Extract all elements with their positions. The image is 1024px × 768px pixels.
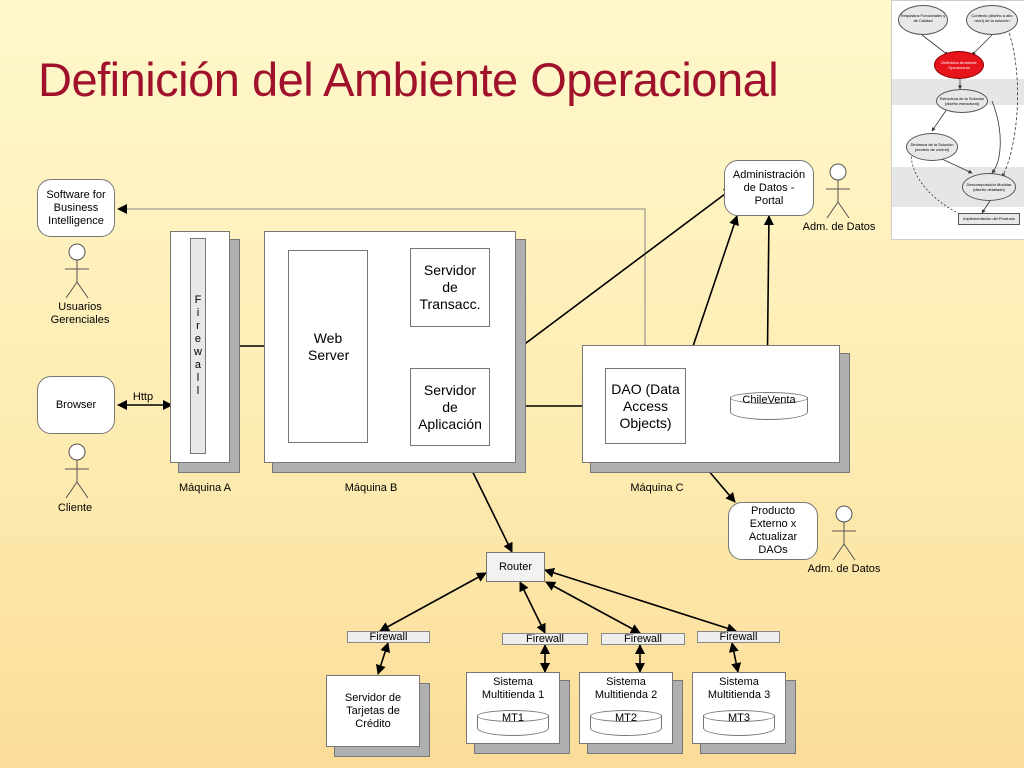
servidor-aplicacion-node: Servidor de Aplicación bbox=[410, 368, 490, 446]
thumb-node-6: Descomposición Modular (diseño detallado… bbox=[962, 173, 1016, 201]
producto-externo-node: Producto Externo x Actualizar DAOs bbox=[728, 502, 818, 560]
servidor-aplicacion-label: Servidor de Aplicación bbox=[418, 381, 482, 432]
cliente-actor-icon bbox=[65, 443, 89, 499]
firewall-4: Firewall bbox=[697, 631, 780, 643]
thumbnail-arrows bbox=[892, 18, 1024, 216]
process-thumbnail: Requisitos Funcionales y de Calidad Cont… bbox=[891, 0, 1024, 240]
servidor-tarjetas-node: Servidor de Tarjetas de Crédito bbox=[326, 675, 420, 747]
slide-title: Definición del Ambiente Operacional bbox=[38, 53, 779, 106]
firewall-1: Firewall bbox=[347, 631, 430, 643]
mt3-db: MT3 bbox=[703, 710, 775, 736]
mt1-label: MT1 bbox=[502, 712, 524, 724]
web-server-label: Web Server bbox=[308, 329, 350, 363]
thumb-node-5: Dinámica de la Solución (modelo de contr… bbox=[906, 133, 958, 161]
usuarios-actor-icon bbox=[65, 243, 89, 299]
maquina-b-label: Máquina B bbox=[344, 482, 398, 494]
adm-datos-label-1: Adm. de Datos bbox=[802, 221, 876, 233]
thumb-node-1: Requisitos Funcionales y de Calidad bbox=[898, 5, 948, 35]
sistema-mt3-label: Sistema Multitienda 3 bbox=[707, 676, 771, 701]
admin-portal-node: Administración de Datos - Portal bbox=[724, 160, 814, 216]
software-bi-node: Software for Business Intelligence bbox=[37, 179, 115, 237]
sistema-mt1-label: Sistema Multitienda 1 bbox=[481, 676, 545, 701]
router-node: Router bbox=[486, 552, 545, 582]
mt1-db: MT1 bbox=[477, 710, 549, 736]
thumb-node-4: Estructura de la Solución (diseño estruc… bbox=[936, 89, 988, 113]
thumb-node-3: Definición Ambiente Operacional bbox=[934, 51, 984, 79]
usuarios-label: Usuarios Gerenciales bbox=[50, 301, 110, 326]
adm-datos-actor-icon bbox=[826, 163, 850, 219]
producto-externo-label: Producto Externo x Actualizar DAOs bbox=[748, 505, 798, 556]
web-server-node: Web Server bbox=[288, 250, 368, 443]
dao-node: DAO (Data Access Objects) bbox=[605, 368, 686, 444]
cliente-label: Cliente bbox=[57, 502, 93, 514]
mt3-label: MT3 bbox=[728, 712, 750, 724]
dao-label: DAO (Data Access Objects) bbox=[611, 380, 680, 431]
thumb-node-2: Contexto (diseño a alto nivel) de la sol… bbox=[966, 5, 1018, 35]
adm-datos-label-2: Adm. de Datos bbox=[807, 563, 881, 575]
servidor-tarjetas-label: Servidor de Tarjetas de Crédito bbox=[344, 691, 402, 730]
software-bi-label: Software for Business Intelligence bbox=[46, 188, 106, 227]
firewall-3: Firewall bbox=[601, 633, 685, 645]
router-label: Router bbox=[498, 560, 533, 573]
adm-datos-actor-icon-2 bbox=[832, 505, 856, 561]
chileventa-label: ChileVenta bbox=[742, 394, 796, 406]
maquina-a-label: Máquina A bbox=[179, 482, 231, 494]
chileventa-db: ChileVenta bbox=[730, 392, 808, 420]
mt2-label: MT2 bbox=[615, 712, 637, 724]
mt2-db: MT2 bbox=[590, 710, 662, 736]
firewall-2: Firewall bbox=[502, 633, 588, 645]
maquina-c-label: Máquina C bbox=[630, 482, 684, 494]
browser-label: Browser bbox=[55, 398, 97, 411]
http-label: Http bbox=[132, 391, 154, 403]
servidor-transacc-label: Servidor de Transacc. bbox=[419, 262, 481, 312]
thumb-node-7: Implementación del Producto bbox=[958, 213, 1020, 225]
sistema-mt2-label: Sistema Multitienda 2 bbox=[594, 676, 658, 701]
firewall-vertical: F i r e w a l l bbox=[190, 238, 206, 454]
servidor-transacc-node: Servidor de Transacc. bbox=[410, 248, 490, 327]
browser-node: Browser bbox=[37, 376, 115, 434]
admin-portal-label: Administración de Datos - Portal bbox=[732, 168, 806, 207]
